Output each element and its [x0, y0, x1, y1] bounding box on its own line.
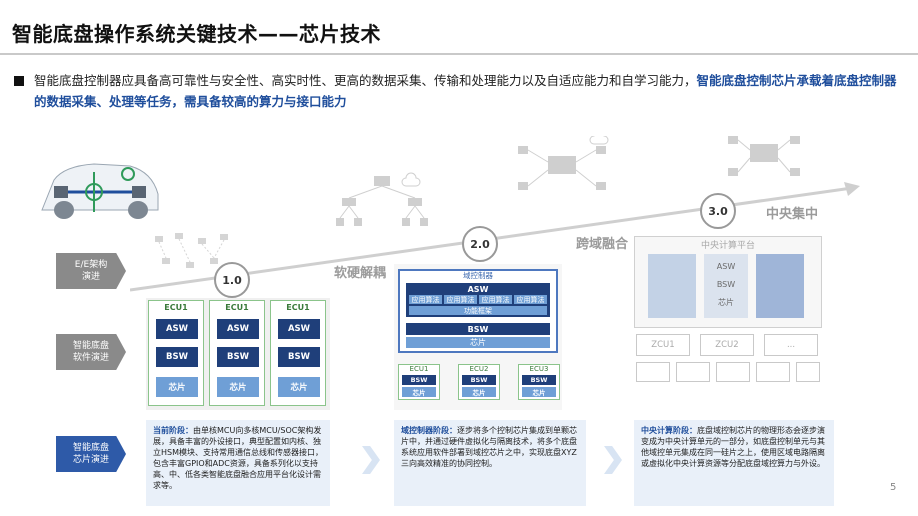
ecu-card: ECU1 ASW BSW 芯片: [209, 300, 265, 406]
phase-circle-3: 3.0: [700, 193, 736, 229]
bullet-square-icon: [14, 76, 24, 86]
page-number: 5: [890, 482, 897, 493]
desc-current-label: 当前阶段：: [153, 426, 193, 435]
domain-controller-title: 域控制器: [463, 271, 493, 280]
row-label-chip-text: 智能底盘 芯片演进: [72, 443, 109, 465]
row-label-ee: E/E架构 演进: [56, 253, 126, 289]
central-chip-label: 芯片: [718, 298, 734, 307]
ecu-title: ECU1: [164, 303, 188, 312]
domain-network-icon: [336, 172, 428, 226]
bsw-block: BSW: [278, 347, 320, 367]
central-column: [756, 254, 804, 318]
dc-chip-block: 芯片: [406, 337, 550, 348]
row-label-ee-text: E/E架构 演进: [74, 260, 108, 282]
app-algo-block: 应用算法: [514, 295, 547, 304]
small-ecu-title: ECU3: [529, 365, 549, 373]
desc-domain-text: 逐步将多个控制芯片集成到单颗芯片中，并通过硬件虚拟化与隔离技术，将多个底盘系统应…: [401, 426, 577, 468]
bsw-block: BSW: [156, 347, 198, 367]
row-label-chip: 智能底盘 芯片演进: [56, 436, 126, 472]
vehicle-computer-icon: [728, 136, 800, 176]
phase-label-1: 软硬解耦: [334, 266, 387, 281]
ecu-title: ECU1: [286, 303, 310, 312]
zcu-box: ZCU1: [636, 334, 690, 356]
chevron-right-icon: [604, 446, 622, 474]
chip-block: 芯片: [217, 377, 259, 397]
central-bsw-label: BSW: [716, 280, 736, 289]
sensor-box: [716, 362, 750, 382]
small-bsw-block: BSW: [402, 375, 436, 385]
small-ecu-title: ECU1: [409, 365, 429, 373]
desc-domain-label: 域控制器阶段：: [401, 426, 457, 435]
function-framework-block: 功能框架: [409, 306, 547, 315]
central-column: ASW BSW 芯片: [704, 254, 748, 318]
desc-current: 当前阶段：由单核MCU向多核MCU/SOC架构发展，具备丰富的外设接口，典型配置…: [146, 420, 330, 506]
chip-block: 芯片: [278, 377, 320, 397]
sensor-box: [676, 362, 710, 382]
row-label-sw-text: 智能底盘 软件演进: [72, 341, 109, 363]
chip-block: 芯片: [156, 377, 198, 397]
app-algo-block: 应用算法: [409, 295, 442, 304]
small-ecu-card: ECU2 BSW 芯片: [458, 364, 500, 400]
sensor-box: [756, 362, 790, 382]
sensor-box: [796, 362, 820, 382]
asw-block: ASW: [156, 319, 198, 339]
app-algo-block: 应用算法: [444, 295, 477, 304]
zcu-box: ZCU2: [700, 334, 754, 356]
central-network-icon: [518, 136, 609, 190]
small-chip-block: 芯片: [522, 387, 556, 397]
small-bsw-block: BSW: [522, 375, 556, 385]
dc-bsw-block: BSW: [406, 323, 550, 335]
small-bsw-block: BSW: [462, 375, 496, 385]
intro-text: 智能底盘控制器应具备高可靠性与安全性、高实时性、更高的数据采集、传输和处理能力以…: [34, 73, 697, 88]
asw-block: ASW: [278, 319, 320, 339]
small-chip-block: 芯片: [402, 387, 436, 397]
ecu-card: ECU1 ASW BSW 芯片: [148, 300, 204, 406]
domain-controller-box: ASW 应用算法 应用算法 应用算法 应用算法 功能框架 BSW 芯片: [398, 269, 558, 353]
title-divider: [0, 53, 918, 55]
sensor-box: [636, 362, 670, 382]
asw-block: ASW: [217, 319, 259, 339]
desc-current-text: 由单核MCU向多核MCU/SOC架构发展，具备丰富的外设接口，典型配置如内核、独…: [153, 426, 323, 490]
desc-central-label: 中央计算阶段：: [641, 426, 697, 435]
central-column: [648, 254, 696, 318]
small-ecu-card: ECU1 BSW 芯片: [398, 364, 440, 400]
ecu-title: ECU1: [225, 303, 249, 312]
app-algo-block: 应用算法: [479, 295, 512, 304]
central-platform-title: 中央计算平台: [700, 241, 755, 251]
distributed-network-icon: [155, 233, 228, 268]
row-label-sw: 智能底盘 软件演进: [56, 334, 126, 370]
desc-central: 中央计算阶段：底盘域控制芯片的物理形态会逐步演变成为中央计算单元的一部分，如底盘…: [634, 420, 834, 506]
intro-paragraph: 智能底盘控制器应具备高可靠性与安全性、高实时性、更高的数据采集、传输和处理能力以…: [34, 70, 904, 112]
zcu-box: ...: [764, 334, 818, 356]
small-ecu-title: ECU2: [469, 365, 489, 373]
phase-circle-1: 1.0: [214, 262, 250, 298]
desc-domain: 域控制器阶段：逐步将多个控制芯片集成到单颗芯片中，并通过硬件虚拟化与隔离技术，将…: [394, 420, 586, 506]
small-chip-block: 芯片: [462, 387, 496, 397]
small-ecu-card: ECU3 BSW 芯片: [518, 364, 560, 400]
desc-central-text: 底盘域控制芯片的物理形态会逐步演变成为中央计算单元的一部分，如底盘控制单元与其他…: [641, 426, 825, 468]
phase-label-3: 中央集中: [766, 207, 819, 222]
page-title: 智能底盘操作系统关键技术——芯片技术: [12, 22, 381, 46]
phase-circle-2: 2.0: [462, 226, 498, 262]
bsw-block: BSW: [217, 347, 259, 367]
intro-highlight: 智能底盘控制芯片承载着底盘控制器的数据采集、处理等任务，需具备较高的算力与接口能…: [34, 73, 897, 109]
chevron-right-icon: [362, 446, 380, 474]
car-chassis-icon: [41, 163, 159, 219]
ecu-card: ECU1 ASW BSW 芯片: [270, 300, 326, 406]
phase-label-2: 跨域融合: [576, 237, 629, 252]
central-asw-label: ASW: [716, 262, 736, 271]
